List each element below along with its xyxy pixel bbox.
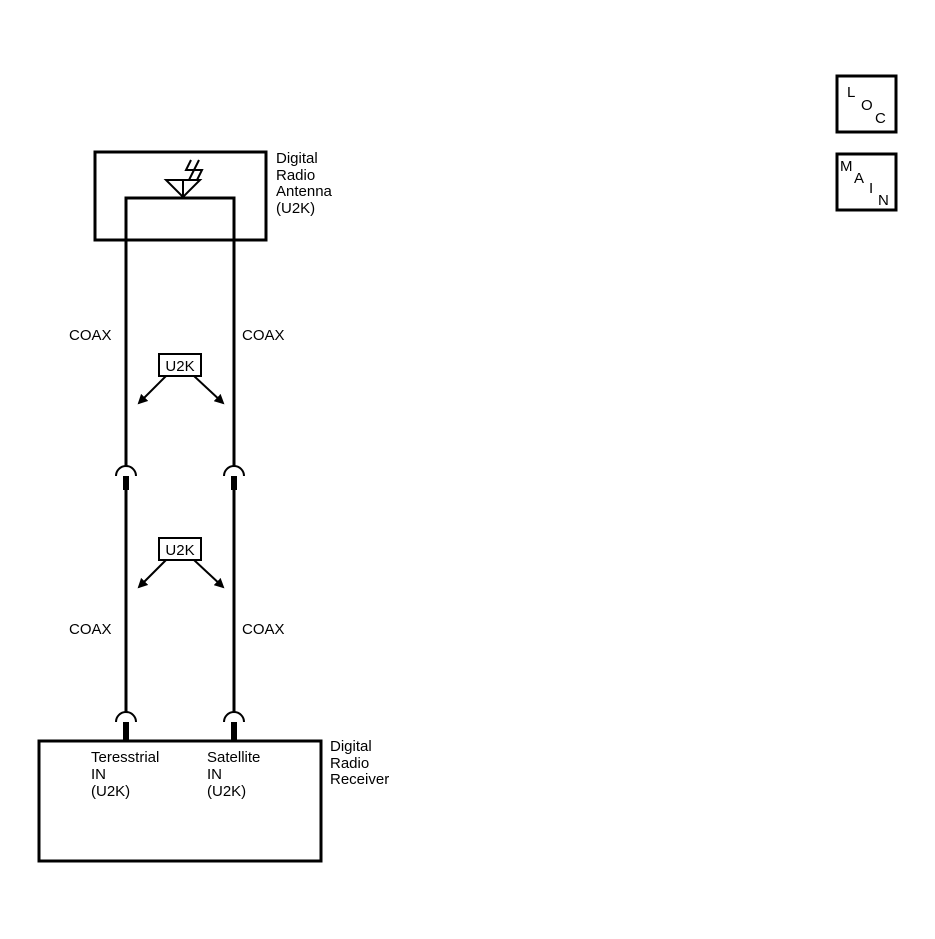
main-letter-i: I [869, 180, 873, 197]
loc-button[interactable]: L O C [835, 74, 898, 134]
receiver-pin-terrestrial-line-3: (U2K) [91, 783, 130, 800]
antenna-internal-wire [124, 196, 236, 260]
main-button[interactable]: M A I N [835, 152, 898, 212]
receiver-label-line-2: Radio [330, 755, 369, 772]
upper-left-connector [115, 465, 137, 490]
lower-option-arrow-right [193, 559, 225, 589]
receiver-pin-satellite-line-2: IN [207, 766, 222, 783]
antenna-label-line-2: Radio [276, 167, 315, 184]
antenna-box [93, 150, 268, 242]
lower-option-arrow-left [137, 559, 167, 589]
lower-option-tag-label: U2K [165, 542, 194, 559]
lower-option-tag: U2K [137, 537, 225, 589]
receiver-pin-terrestrial-line-2: IN [91, 766, 106, 783]
lower-left-connector [115, 711, 137, 741]
antenna-component: Digital Radio Antenna (U2K) [93, 150, 333, 260]
receiver-pin-satellite-line-3: (U2K) [207, 783, 246, 800]
upper-option-tag-label: U2K [165, 358, 194, 375]
receiver-pin-satellite-line-1: Satellite [207, 749, 260, 766]
main-letter-n: N [878, 192, 889, 209]
antenna-lightning-icon [163, 159, 204, 199]
antenna-label-line-1: Digital [276, 150, 318, 167]
receiver-label-line-1: Digital [330, 738, 372, 755]
antenna-label-line-4: (U2K) [276, 200, 315, 217]
upper-right-coax-label: COAX [242, 327, 285, 344]
upper-option-tag-box [158, 353, 202, 377]
main-letter-m: M [840, 158, 853, 175]
upper-option-tag: U2K [137, 353, 225, 405]
upper-right-connector [223, 465, 245, 490]
receiver-pin-terrestrial-line-1: Teresstrial [91, 749, 159, 766]
lower-right-connector [223, 711, 245, 741]
receiver-component: Teresstrial IN (U2K) Satellite IN (U2K) … [37, 738, 389, 863]
upper-left-coax-label: COAX [69, 327, 112, 344]
lower-option-tag-box [158, 537, 202, 561]
lower-right-coax-label: COAX [242, 621, 285, 638]
lower-left-coax-label: COAX [69, 621, 112, 638]
receiver-label-line-3: Receiver [330, 771, 389, 788]
loc-letter-l: L [847, 84, 855, 101]
loc-letter-c: C [875, 110, 886, 127]
antenna-label-line-3: Antenna [276, 183, 333, 200]
upper-option-arrow-right [193, 375, 225, 405]
upper-option-arrow-left [137, 375, 167, 405]
main-letter-a: A [854, 170, 864, 187]
loc-letter-o: O [861, 97, 873, 114]
receiver-box [37, 739, 323, 863]
